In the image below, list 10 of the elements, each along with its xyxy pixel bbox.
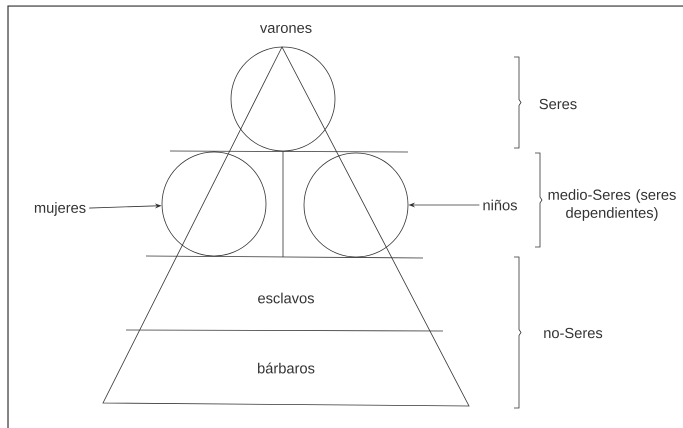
side-label: niños — [483, 200, 517, 210]
group-label: no-Seres — [544, 328, 602, 338]
circle-heading: varones — [260, 25, 312, 34]
side-label: mujeres — [34, 202, 86, 216]
group-label: Seres — [540, 98, 577, 110]
band-label: esclavos — [258, 292, 314, 304]
band-label: bárbaros — [258, 362, 314, 374]
group-label: medio-Seres (seres dependientes) — [548, 189, 676, 221]
circle — [162, 152, 266, 256]
circle — [304, 152, 408, 258]
